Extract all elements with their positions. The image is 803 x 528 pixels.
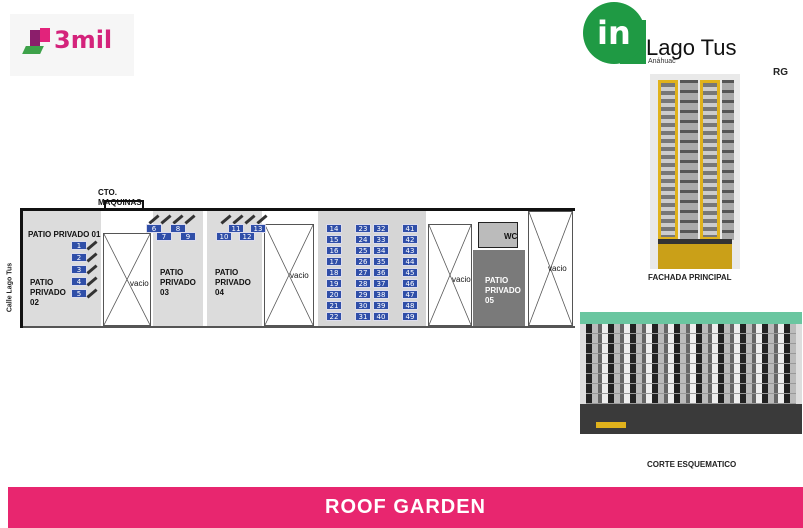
rg-label: RG (773, 67, 788, 78)
parking-spot: 33 (373, 235, 389, 244)
parking-spot: 37 (373, 279, 389, 288)
brand-logo-text: 3mil (54, 26, 113, 54)
parking-spot: 17 (326, 257, 342, 266)
patio-03-label: PATIO PRIVADO 03 (160, 268, 196, 297)
parking-spot: 31 (355, 312, 371, 321)
parking-spot: 19 (326, 279, 342, 288)
section-caption: CORTE ESQUEMATICO (647, 460, 737, 469)
parking-spot: 9 (180, 232, 196, 241)
parking-spot: 39 (373, 301, 389, 310)
void-3 (428, 224, 472, 326)
parking-spot: 27 (355, 268, 371, 277)
void-2 (264, 224, 314, 326)
project-logo-mark: in (597, 14, 631, 52)
parking-spot: 49 (402, 312, 418, 321)
parking-spot: 6 (146, 224, 162, 233)
patio-privado-01-area (23, 211, 101, 326)
parking-spot: 1 (71, 241, 87, 250)
parking-spot: 28 (355, 279, 371, 288)
parking-spot: 45 (402, 268, 418, 277)
patio-01-label: PATIO PRIVADO 01 (28, 230, 101, 239)
patio-02-label: PATIO PRIVADO 02 (30, 278, 66, 307)
parking-spot: 11 (228, 224, 244, 233)
parking-spot: 43 (402, 246, 418, 255)
parking-spot: 48 (402, 301, 418, 310)
void-4 (528, 211, 573, 326)
parking-spot: 29 (355, 290, 371, 299)
parking-spot: 5 (71, 289, 87, 298)
void-1 (103, 233, 151, 326)
parking-spot: 46 (402, 279, 418, 288)
parking-spot: 3 (71, 265, 87, 274)
void-3-label: vacio (452, 275, 471, 284)
parking-spot: 35 (373, 257, 389, 266)
parking-spot: 41 (402, 224, 418, 233)
cto-maquinas-label: CTO. MAQUINAS (98, 188, 142, 207)
parking-spot: 25 (355, 246, 371, 255)
facade-caption: FACHADA PRINCIPAL (648, 273, 732, 282)
parking-spot: 18 (326, 268, 342, 277)
parking-spot: 10 (216, 232, 232, 241)
parking-spot: 7 (156, 232, 172, 241)
parking-spot: 14 (326, 224, 342, 233)
parking-spot: 30 (355, 301, 371, 310)
parking-spot: 24 (355, 235, 371, 244)
parking-spot: 4 (71, 277, 87, 286)
parking-spot: 40 (373, 312, 389, 321)
project-name: Lago Tus (646, 35, 737, 60)
parking-spot: 12 (239, 232, 255, 241)
parking-spot: 23 (355, 224, 371, 233)
parking-spot: 15 (326, 235, 342, 244)
parking-spot: 38 (373, 290, 389, 299)
facade-drawing (650, 74, 740, 269)
brand-logo: 3mil (10, 14, 134, 76)
parking-spot: 13 (250, 224, 266, 233)
parking-spot: 8 (170, 224, 186, 233)
patio-05-label: PATIO PRIVADO 05 (485, 276, 521, 305)
parking-spot: 32 (373, 224, 389, 233)
void-2-label: vacio (290, 271, 309, 280)
roof-plan: PATIO PRIVADO 01 PATIO PRIVADO 02 CTO. M… (20, 188, 575, 330)
parking-spot: 34 (373, 246, 389, 255)
footer-banner: ROOF GARDEN (8, 487, 803, 528)
parking-spot: 36 (373, 268, 389, 277)
patio-04-label: PATIO PRIVADO 04 (215, 268, 251, 297)
project-logo-circle: in (583, 2, 645, 64)
patio-privado-05-area (473, 250, 525, 326)
parking-spot: 16 (326, 246, 342, 255)
footer-title: ROOF GARDEN (325, 496, 486, 518)
parking-spot: 44 (402, 257, 418, 266)
street-label: Calle Lago Tus (6, 262, 14, 313)
wc-label: WC (504, 232, 518, 241)
section-drawing (580, 312, 802, 434)
parking-spot: 26 (355, 257, 371, 266)
parking-spot: 22 (326, 312, 342, 321)
project-subtitle: Anáhuac (648, 58, 676, 65)
parking-spot: 47 (402, 290, 418, 299)
parking-spot: 20 (326, 290, 342, 299)
parking-spot: 42 (402, 235, 418, 244)
void-4-label: vacio (548, 264, 567, 273)
parking-spot: 2 (71, 253, 87, 262)
wc-room (478, 222, 518, 248)
void-1-label: vacio (130, 279, 149, 288)
parking-spot: 21 (326, 301, 342, 310)
